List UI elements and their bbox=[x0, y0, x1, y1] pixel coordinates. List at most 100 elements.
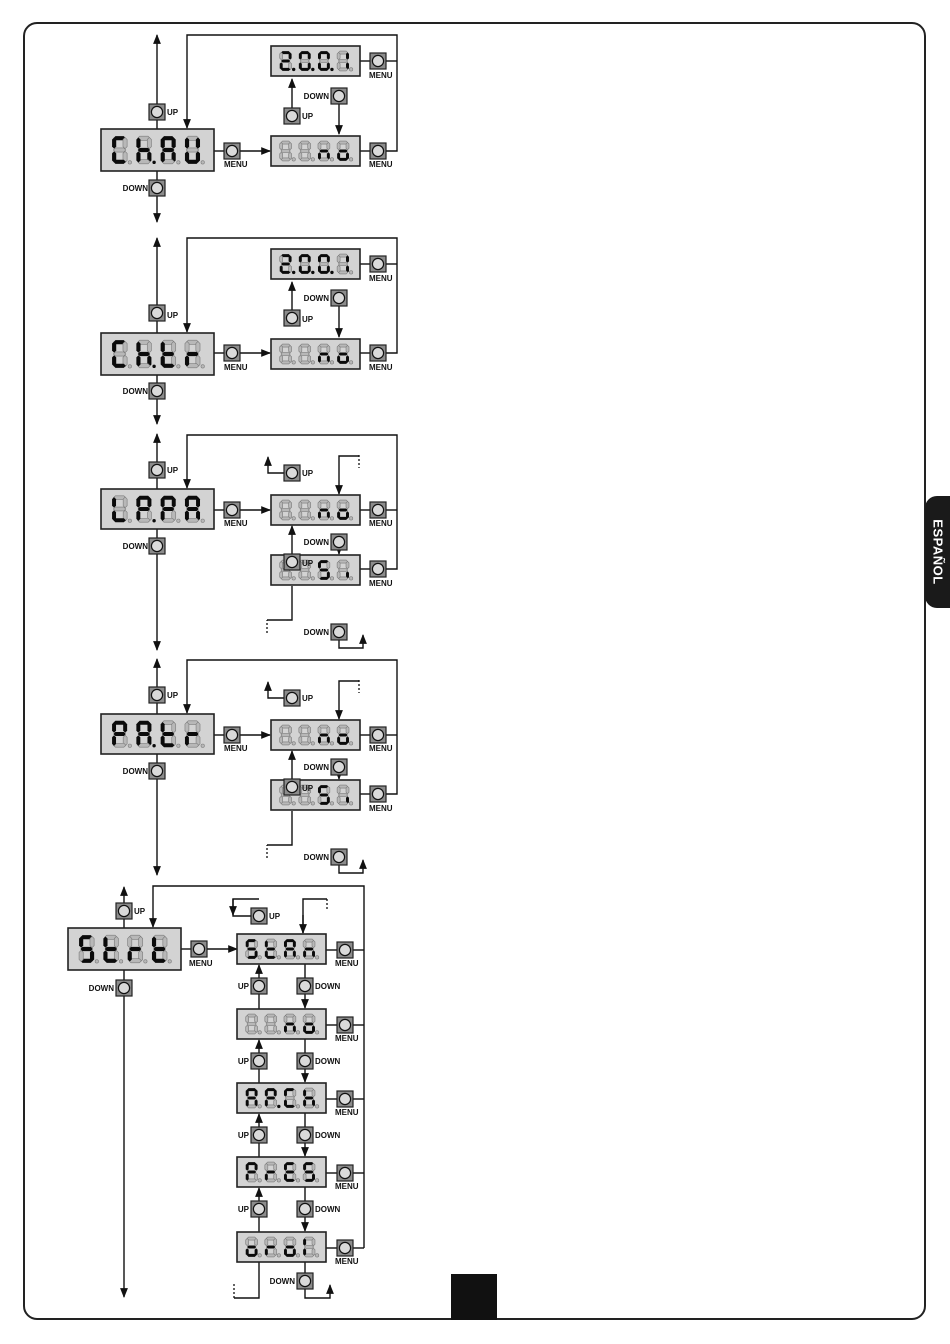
up-label: UP bbox=[302, 694, 314, 703]
decimal-point bbox=[95, 960, 98, 963]
down-button[interactable]: DOWN bbox=[297, 978, 341, 994]
menu-button[interactable]: MENU bbox=[369, 345, 393, 372]
segment-b bbox=[346, 142, 349, 149]
menu-button[interactable]: MENU bbox=[335, 942, 359, 968]
decimal-point bbox=[315, 1179, 318, 1182]
up-button[interactable]: UP bbox=[238, 1201, 267, 1217]
segment-b bbox=[293, 1238, 296, 1245]
menu-button[interactable]: MENU bbox=[335, 1165, 359, 1191]
segment-f bbox=[280, 501, 283, 508]
menu-button[interactable]: MENU bbox=[335, 1240, 359, 1266]
menu-button[interactable]: MENU bbox=[369, 786, 393, 813]
menu-button[interactable]: MENU bbox=[369, 561, 393, 588]
segment-g bbox=[186, 507, 198, 511]
up-button[interactable]: UP bbox=[116, 903, 146, 919]
segment-e bbox=[79, 950, 83, 961]
segment-b bbox=[289, 726, 292, 733]
up-button[interactable]: UP bbox=[149, 104, 179, 120]
menu-button[interactable]: MENU bbox=[369, 727, 393, 753]
menu-button[interactable]: MENU bbox=[369, 502, 393, 528]
up-button[interactable]: UP bbox=[284, 690, 314, 706]
menu-button[interactable]: MENU bbox=[189, 941, 213, 968]
segment-b bbox=[289, 501, 292, 508]
down-button[interactable]: DOWN bbox=[297, 1201, 341, 1217]
menu-button[interactable]: MENU bbox=[224, 727, 248, 753]
segment-e bbox=[185, 510, 189, 521]
down-button[interactable]: DOWN bbox=[123, 538, 165, 554]
down-button[interactable]: DOWN bbox=[123, 763, 165, 779]
menu-button[interactable]: MENU bbox=[369, 256, 393, 283]
decimal-point bbox=[292, 158, 295, 161]
segment-g bbox=[281, 734, 290, 737]
down-button[interactable]: DOWN bbox=[304, 624, 347, 640]
segment-b bbox=[196, 722, 200, 733]
up-label: UP bbox=[302, 315, 314, 324]
segment-b bbox=[293, 1089, 296, 1096]
button-circle-icon bbox=[299, 1055, 310, 1066]
segment-f bbox=[161, 341, 165, 352]
button-circle-icon bbox=[286, 556, 297, 567]
down-label: DOWN bbox=[304, 763, 330, 772]
up-button[interactable]: UP bbox=[284, 465, 314, 481]
down-button[interactable]: DOWN bbox=[304, 534, 347, 550]
up-label: UP bbox=[269, 912, 281, 921]
segment-b bbox=[274, 1015, 277, 1022]
button-circle-icon bbox=[339, 1242, 350, 1253]
menu-button[interactable]: MENU bbox=[224, 143, 248, 169]
segment-e bbox=[303, 1025, 306, 1032]
main-display-strt bbox=[68, 928, 181, 970]
down-button[interactable]: DOWN bbox=[297, 1053, 341, 1069]
down-button[interactable]: DOWN bbox=[297, 1127, 341, 1143]
segment-b bbox=[293, 1163, 296, 1170]
up-button[interactable]: UP bbox=[284, 310, 314, 326]
segment-g bbox=[319, 734, 328, 737]
decimal-point bbox=[311, 361, 314, 364]
up-button[interactable]: UP bbox=[284, 108, 314, 124]
segment-f bbox=[265, 1089, 268, 1096]
menu-button[interactable]: MENU bbox=[335, 1091, 359, 1117]
up-label: UP bbox=[238, 982, 250, 991]
decimal-point bbox=[292, 361, 295, 364]
up-button[interactable]: UP bbox=[149, 687, 179, 703]
menu-button[interactable]: MENU bbox=[335, 1017, 359, 1043]
down-button[interactable]: DOWN bbox=[304, 849, 347, 865]
segment-g bbox=[266, 1171, 275, 1174]
segment-f bbox=[136, 497, 140, 508]
segment-g bbox=[281, 263, 290, 266]
up-button[interactable]: UP bbox=[238, 1127, 267, 1143]
segment-g bbox=[300, 353, 309, 356]
up-button[interactable]: UP bbox=[149, 462, 179, 478]
segment-e bbox=[280, 736, 283, 743]
segment-b bbox=[327, 345, 330, 352]
up-button[interactable]: UP bbox=[238, 978, 267, 994]
down-label: DOWN bbox=[304, 92, 330, 101]
button-circle-icon bbox=[151, 540, 162, 551]
segment-g bbox=[300, 509, 309, 512]
down-button[interactable]: DOWN bbox=[304, 88, 347, 104]
button-circle-icon bbox=[372, 347, 383, 358]
decimal-point bbox=[119, 960, 122, 963]
down-button[interactable]: DOWN bbox=[270, 1273, 313, 1289]
segment-g bbox=[300, 794, 309, 797]
menu-button[interactable]: MENU bbox=[369, 53, 393, 80]
down-button[interactable]: DOWN bbox=[304, 290, 347, 306]
down-button[interactable]: DOWN bbox=[123, 180, 165, 196]
segment-f bbox=[299, 726, 302, 733]
menu-button[interactable]: MENU bbox=[369, 143, 393, 169]
menu-button[interactable]: MENU bbox=[224, 345, 248, 372]
decimal-point bbox=[128, 744, 131, 747]
segment-b bbox=[346, 501, 349, 508]
segment-e bbox=[299, 152, 302, 159]
up-button[interactable]: UP bbox=[251, 908, 281, 924]
segment-b bbox=[274, 940, 277, 947]
down-button[interactable]: DOWN bbox=[89, 980, 132, 996]
down-button[interactable]: DOWN bbox=[304, 759, 347, 775]
segment-f bbox=[337, 345, 340, 352]
segment-g bbox=[338, 794, 347, 797]
down-button[interactable]: DOWN bbox=[123, 383, 165, 399]
menu-button[interactable]: MENU bbox=[224, 502, 248, 528]
segment-b bbox=[327, 142, 330, 149]
up-button[interactable]: UP bbox=[149, 305, 179, 321]
up-button[interactable]: UP bbox=[238, 1053, 267, 1069]
decimal-point bbox=[177, 744, 180, 747]
